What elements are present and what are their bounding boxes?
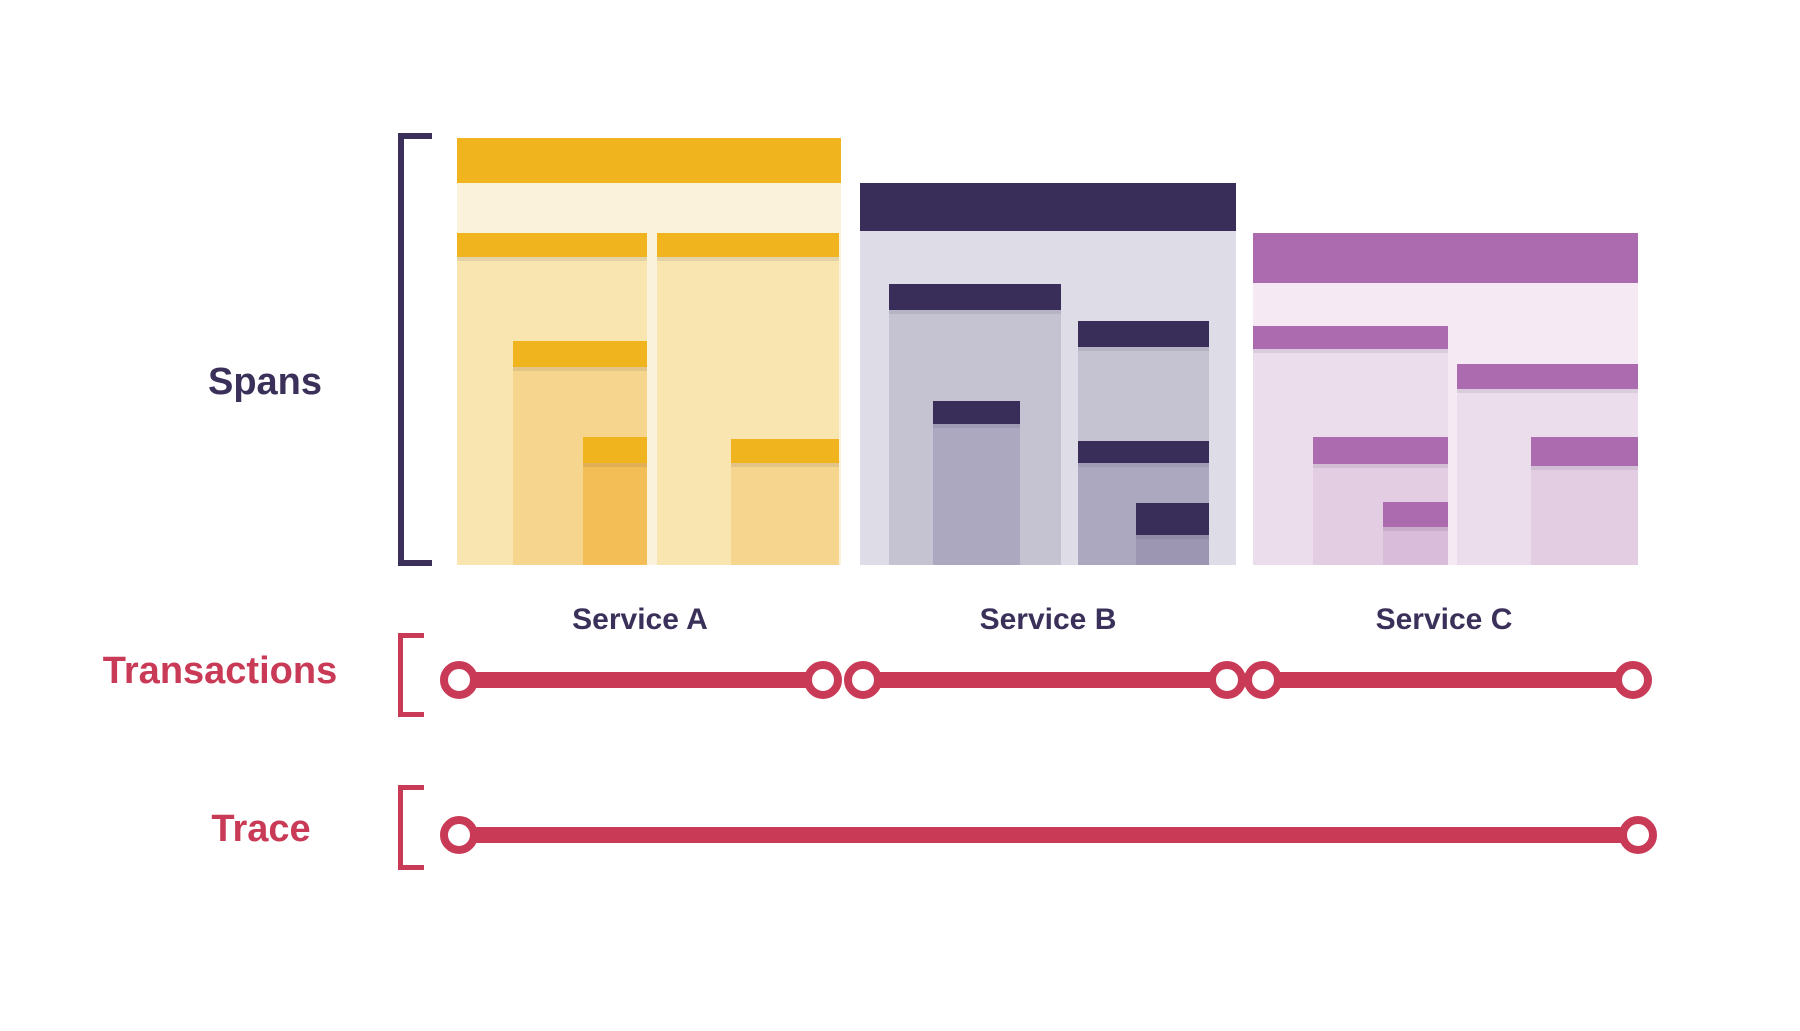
trace-start-dot: [440, 816, 478, 854]
service-c-child-right-header: [1457, 364, 1638, 389]
service-a-block: [457, 138, 841, 565]
service-b-child-right-header: [1078, 321, 1209, 347]
trace-bracket: [398, 785, 424, 870]
trace-line: [459, 827, 1638, 843]
service-a-greatgrandchild-header: [583, 437, 647, 463]
transactions-bracket: [398, 633, 424, 717]
service-b-grandchild-right-header: [1078, 441, 1209, 463]
service-b-grandchild-left-header: [933, 401, 1020, 424]
service-b-label: Service B: [979, 603, 1117, 636]
trace-end-dot: [1619, 816, 1657, 854]
service-c-block: [1253, 233, 1638, 565]
service-a-greatgrandchild-body: [583, 463, 647, 565]
transaction-line-service-c: [1263, 672, 1633, 688]
service-a-grandchild-right-body: [731, 463, 839, 565]
service-c-label: Service C: [1375, 603, 1513, 636]
service-b-root-span-header: [860, 183, 1236, 231]
transaction-a-end-dot: [804, 661, 842, 699]
service-a-child-right-header: [657, 233, 839, 257]
transaction-line-service-a: [459, 672, 823, 688]
transaction-b-start-dot: [844, 661, 882, 699]
service-c-greatgrandchild-body: [1383, 527, 1448, 565]
service-a-child-left-header: [457, 233, 647, 257]
trace-label: Trace: [211, 808, 311, 850]
service-b-greatgrandchild-body: [1136, 535, 1209, 565]
transaction-line-service-b: [863, 672, 1227, 688]
transaction-c-start-dot: [1244, 661, 1282, 699]
service-b-child-left-header: [889, 284, 1061, 310]
service-c-root-span-header: [1253, 233, 1638, 283]
transactions-label: Transactions: [102, 650, 338, 692]
service-c-grandchild-right-body: [1531, 466, 1638, 565]
service-c-grandchild-right-header: [1531, 437, 1638, 466]
service-c-greatgrandchild-header: [1383, 502, 1448, 527]
transaction-c-end-dot: [1614, 661, 1652, 699]
service-b-grandchild-left-body: [933, 424, 1020, 565]
transaction-a-start-dot: [440, 661, 478, 699]
service-c-child-left-header: [1253, 326, 1448, 349]
spans-bracket: [398, 133, 432, 566]
service-a-label: Service A: [572, 603, 708, 636]
spans-label: Spans: [207, 361, 323, 403]
service-c-grandchild-left-header: [1313, 437, 1448, 464]
transaction-b-end-dot: [1208, 661, 1246, 699]
service-a-root-span-header: [457, 138, 841, 183]
service-a-grandchild-left-header: [513, 341, 647, 367]
service-a-grandchild-right-header: [731, 439, 839, 463]
service-b-block: [860, 183, 1236, 565]
service-b-greatgrandchild-header: [1136, 503, 1209, 535]
